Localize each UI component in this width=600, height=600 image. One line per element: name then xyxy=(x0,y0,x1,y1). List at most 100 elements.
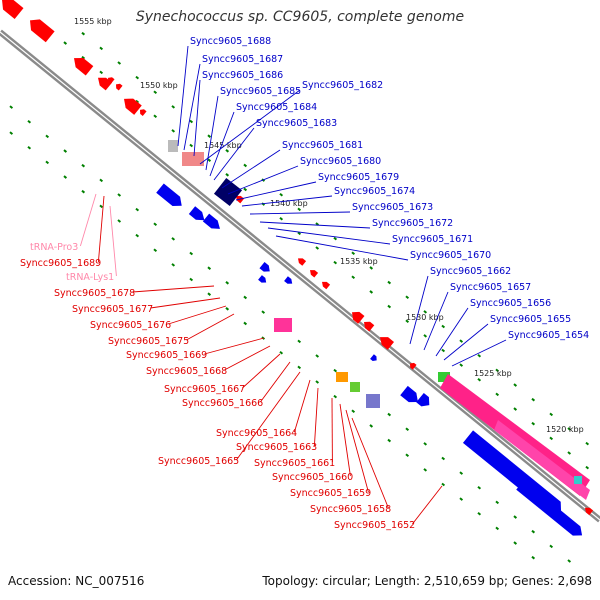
forward-gene-label: Syncc9605_1672 xyxy=(372,218,453,229)
tick-mark xyxy=(459,471,464,475)
reverse-gene-feature xyxy=(116,83,123,91)
tick-mark xyxy=(513,541,518,545)
reverse-gene-feature xyxy=(322,281,331,290)
tick-mark xyxy=(45,160,50,165)
tick-mark xyxy=(189,119,194,124)
tick-mark xyxy=(99,178,104,183)
tick-mark xyxy=(63,41,68,45)
tick-mark xyxy=(243,321,248,326)
tick-mark xyxy=(387,412,392,417)
reverse-label-leader xyxy=(97,195,105,263)
tick-mark xyxy=(135,207,140,212)
reverse-gene-label: Syncc9605_1668 xyxy=(146,366,227,377)
forward-label-leader xyxy=(443,323,489,361)
forward-label-leader xyxy=(435,307,469,357)
forward-gene-label: Syncc9605_1683 xyxy=(256,118,337,129)
tick-mark xyxy=(153,114,158,119)
tick-mark xyxy=(585,465,590,470)
tick-mark xyxy=(531,421,536,426)
tick-mark xyxy=(225,149,230,153)
tick-mark xyxy=(189,143,194,148)
forward-gene-feature xyxy=(188,206,205,221)
forward-gene-feature xyxy=(156,183,182,207)
tick-mark xyxy=(81,163,86,168)
forward-label-leader xyxy=(451,339,507,367)
tick-mark xyxy=(531,555,536,560)
tick-mark xyxy=(333,236,338,241)
tick-mark xyxy=(315,246,320,250)
tick-mark xyxy=(135,233,140,238)
tick-mark xyxy=(369,290,374,294)
forward-label-leader xyxy=(241,195,333,207)
forward-gene-label: Syncc9605_1682 xyxy=(302,80,383,91)
reverse-gene-feature xyxy=(298,258,307,266)
tick-mark xyxy=(333,368,338,373)
forward-gene-label: Syncc9605_1679 xyxy=(318,172,399,183)
topology-text: Topology: circular; Length: 2,510,659 bp… xyxy=(262,574,592,588)
forward-gene-feature xyxy=(284,276,293,284)
forward-gene-label: Syncc9605_1654 xyxy=(508,330,589,341)
forward-gene-label: Syncc9605_1680 xyxy=(300,156,381,167)
forward-gene-label: Syncc9605_1684 xyxy=(236,102,317,113)
tick-mark xyxy=(387,304,392,309)
tick-mark xyxy=(207,292,212,296)
tick-mark xyxy=(27,120,32,124)
tick-mark xyxy=(81,55,86,60)
forward-gene-label: Syncc9605_1657 xyxy=(450,282,531,293)
reverse-gene-feature xyxy=(352,311,365,324)
tick-mark xyxy=(585,441,590,446)
kbp-coordinate-label: 1530 kbp xyxy=(406,313,444,322)
tick-mark xyxy=(459,363,464,367)
misc-feature xyxy=(574,476,582,484)
reverse-gene-label: Syncc9605_1658 xyxy=(310,504,391,515)
forward-label-leader xyxy=(259,221,371,229)
forward-gene-label: Syncc9605_1681 xyxy=(282,140,363,151)
tick-mark xyxy=(459,497,464,501)
tick-mark xyxy=(117,219,122,223)
map-title: Synechococcus sp. CC9605, complete genom… xyxy=(135,9,465,25)
tick-mark xyxy=(405,295,410,299)
pseudo-gene-feature xyxy=(168,140,178,152)
tick-mark xyxy=(405,427,410,431)
tick-mark xyxy=(387,438,392,443)
kbp-coordinate-label: 1540 kbp xyxy=(270,199,308,208)
tick-mark xyxy=(189,277,194,282)
tick-mark xyxy=(405,319,410,323)
reverse-gene-feature xyxy=(124,98,142,115)
tick-mark xyxy=(567,559,572,563)
reverse-label-leader xyxy=(204,337,265,355)
genome-backbone-core xyxy=(0,31,600,521)
reverse-gene-label: Syncc9605_1659 xyxy=(290,488,371,499)
tick-mark xyxy=(9,131,14,135)
reverse-label-leader xyxy=(236,371,301,461)
reverse-gene-label: Syncc9605_1669 xyxy=(126,350,207,361)
reverse-gene-label: Syncc9605_1661 xyxy=(254,458,335,469)
tick-mark xyxy=(63,175,68,179)
reverse-label-leader xyxy=(345,409,369,493)
tick-mark xyxy=(297,365,302,370)
reverse-label-leader xyxy=(260,361,291,403)
tick-mark xyxy=(495,526,500,531)
reverse-gene-label: Syncc9605_1677 xyxy=(72,304,153,315)
tick-mark xyxy=(135,99,140,104)
tick-mark xyxy=(513,515,518,519)
tick-mark xyxy=(423,334,428,338)
misc-feature xyxy=(350,382,360,392)
tick-mark xyxy=(495,368,500,373)
forward-gene-label: Syncc9605_1687 xyxy=(202,54,283,65)
reverse-label-leader xyxy=(313,387,319,447)
tick-mark xyxy=(513,383,518,387)
tick-mark xyxy=(171,263,176,267)
tick-mark xyxy=(423,468,428,472)
tick-mark xyxy=(45,134,50,139)
tick-mark xyxy=(549,412,554,417)
tick-mark xyxy=(567,427,572,431)
tick-mark xyxy=(81,31,86,36)
tick-mark xyxy=(549,436,554,441)
forward-label-leader xyxy=(193,79,201,157)
tick-mark xyxy=(189,251,194,256)
tick-mark xyxy=(297,231,302,236)
tick-mark xyxy=(171,237,176,241)
forward-gene-feature xyxy=(416,392,430,407)
